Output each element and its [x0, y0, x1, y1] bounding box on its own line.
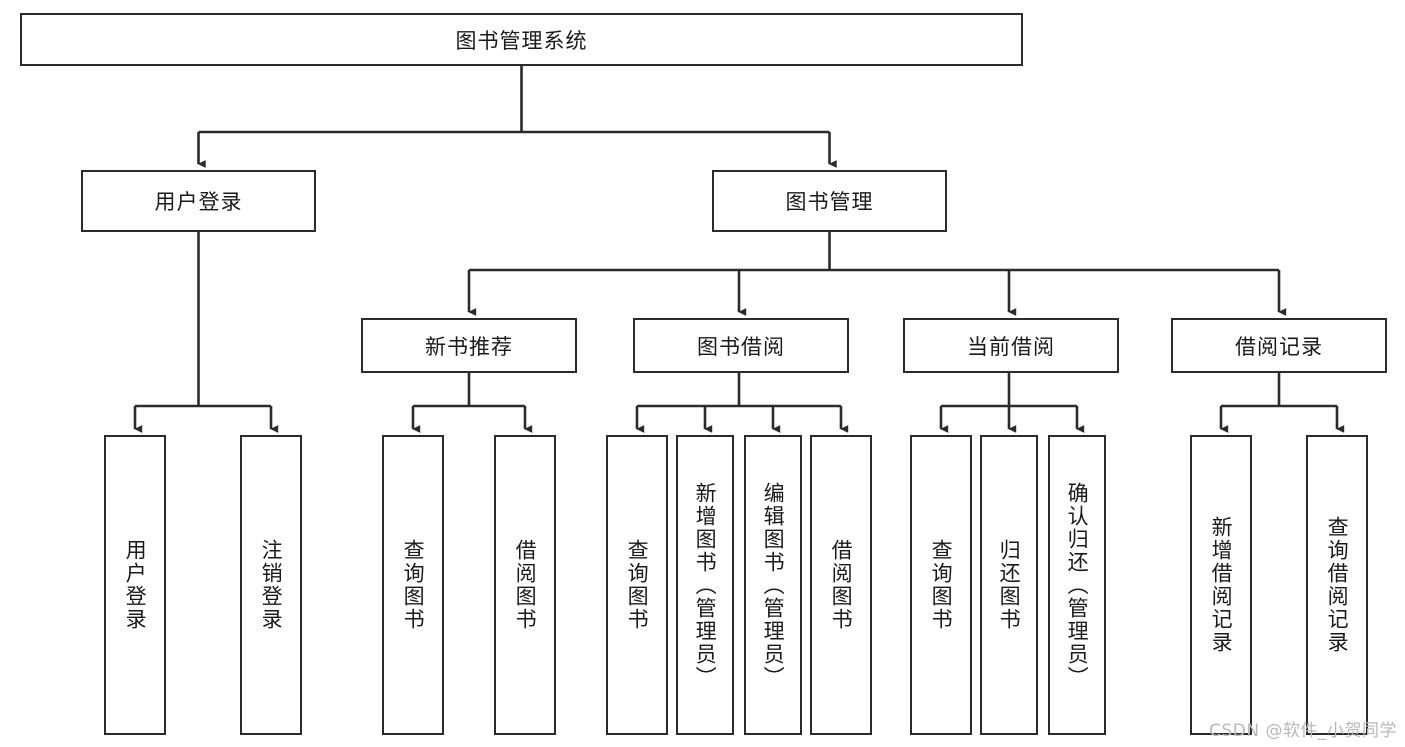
node-root-system[interactable]: 图书管理系统	[20, 13, 1023, 66]
leaf-current-borrow-return[interactable]: 归还图书	[980, 435, 1038, 735]
leaf-new-book-query[interactable]: 查询图书	[382, 435, 444, 735]
node-new-book-recommend[interactable]: 新书推荐	[361, 318, 577, 373]
leaf-book-borrow-add[interactable]: 新增图书（管理员）	[676, 435, 734, 735]
node-label: 当前借阅	[967, 334, 1055, 359]
node-borrow-record[interactable]: 借阅记录	[1171, 318, 1387, 373]
leaf-borrow-record-query[interactable]: 查询借阅记录	[1306, 435, 1368, 735]
leaf-user-login-logout[interactable]: 注销登录	[240, 435, 302, 735]
node-label: 借阅图书	[829, 539, 854, 631]
node-label: 新书推荐	[425, 334, 513, 359]
node-label: 图书借阅	[697, 334, 785, 359]
leaf-new-book-borrow[interactable]: 借阅图书	[494, 435, 556, 735]
node-label: 借阅图书	[513, 539, 538, 631]
node-label: 查询借阅记录	[1325, 516, 1350, 654]
leaf-book-borrow-edit[interactable]: 编辑图书（管理员）	[744, 435, 802, 735]
node-label: 用户登录	[154, 190, 243, 214]
leaf-current-borrow-query[interactable]: 查询图书	[910, 435, 972, 735]
node-label: 查询图书	[401, 539, 426, 631]
leaf-current-borrow-confirm[interactable]: 确认归还（管理员）	[1048, 435, 1106, 735]
node-book-management[interactable]: 图书管理	[712, 170, 947, 232]
leaf-user-login-login[interactable]: 用户登录	[104, 435, 166, 735]
node-label: 查询图书	[929, 539, 954, 631]
node-book-borrow[interactable]: 图书借阅	[633, 318, 849, 373]
node-user-login[interactable]: 用户登录	[81, 170, 316, 232]
node-label: 图书管理	[785, 190, 874, 214]
node-label: 归还图书	[997, 539, 1022, 631]
node-label: 借阅记录	[1235, 334, 1323, 359]
leaf-borrow-record-add[interactable]: 新增借阅记录	[1190, 435, 1252, 735]
leaf-book-borrow-borrow[interactable]: 借阅图书	[810, 435, 872, 735]
leaf-book-borrow-query[interactable]: 查询图书	[606, 435, 668, 735]
node-label: 查询图书	[625, 539, 650, 631]
node-label: 用户登录	[123, 539, 148, 631]
node-label: 新增图书（管理员）	[693, 481, 718, 689]
watermark: CSDN @软件_小贺同学	[1209, 721, 1397, 741]
node-label: 图书管理系统	[455, 28, 588, 53]
node-current-borrow[interactable]: 当前借阅	[903, 318, 1119, 373]
node-label: 确认归还（管理员）	[1065, 481, 1090, 689]
node-label: 编辑图书（管理员）	[761, 481, 786, 689]
node-label: 新增借阅记录	[1209, 516, 1234, 654]
node-label: 注销登录	[259, 539, 284, 631]
